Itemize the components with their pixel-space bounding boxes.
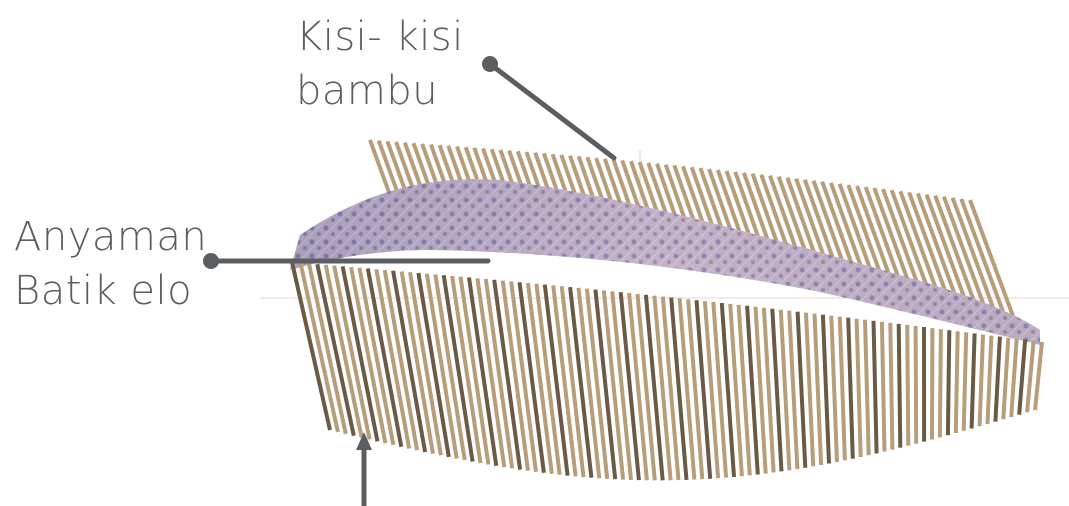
label-anyaman-batik-elo: Anyaman Batik elo bbox=[14, 210, 207, 318]
leader-kisi-bambu bbox=[482, 56, 614, 158]
label-kisi-kisi-bambu: Kisi- kisi bambu bbox=[296, 10, 464, 118]
bamboo-slat bbox=[831, 316, 837, 462]
label-kisi-line1: Kisi- kisi bbox=[296, 10, 464, 64]
bamboo-slat bbox=[292, 262, 330, 430]
bamboo-slat bbox=[427, 274, 457, 459]
bamboo-slat bbox=[988, 336, 992, 424]
bamboo-slat bbox=[865, 320, 869, 456]
bamboo-slat bbox=[1035, 342, 1042, 410]
bamboo-slat bbox=[916, 326, 917, 444]
bamboo-slat bbox=[798, 312, 806, 468]
bamboo-slat bbox=[948, 330, 949, 435]
bamboo-slat bbox=[823, 315, 829, 464]
bamboo-slat bbox=[972, 333, 975, 428]
leader-bottom-pointer bbox=[356, 432, 372, 506]
bamboo-slat bbox=[956, 331, 958, 433]
bamboo-slat bbox=[964, 332, 967, 431]
bamboo-slat bbox=[980, 335, 983, 427]
bamboo-slat bbox=[1003, 338, 1008, 420]
bamboo-slat bbox=[995, 337, 1000, 422]
bamboo-slat bbox=[789, 311, 797, 469]
bamboo-slat bbox=[815, 314, 822, 465]
bamboo-slat bbox=[874, 321, 877, 454]
bamboo-slat bbox=[435, 275, 464, 461]
bamboo-slat bbox=[857, 319, 861, 457]
bamboo-slat bbox=[907, 325, 908, 446]
bamboo-slat bbox=[646, 295, 663, 481]
bamboo-slat bbox=[806, 313, 813, 467]
bamboo-slat bbox=[1019, 340, 1025, 415]
label-anyaman-line1: Anyaman bbox=[14, 210, 207, 264]
leader-dot bbox=[482, 56, 498, 72]
bamboo-slat bbox=[840, 317, 845, 461]
bamboo-slat bbox=[940, 329, 941, 437]
bamboo-slat bbox=[882, 322, 885, 452]
bamboo-slat bbox=[781, 310, 790, 471]
bamboo-slat bbox=[899, 324, 901, 448]
label-kisi-line2: bambu bbox=[296, 64, 464, 118]
label-anyaman-line2: Batik elo bbox=[14, 264, 207, 318]
bamboo-slat bbox=[1011, 339, 1017, 417]
bamboo-slat bbox=[654, 296, 670, 481]
bamboo-slat bbox=[1027, 341, 1034, 412]
bamboo-slat bbox=[663, 297, 679, 481]
bamboo-slat bbox=[671, 298, 686, 480]
bamboo-slat bbox=[890, 323, 892, 450]
bamboo-slat bbox=[848, 318, 853, 459]
